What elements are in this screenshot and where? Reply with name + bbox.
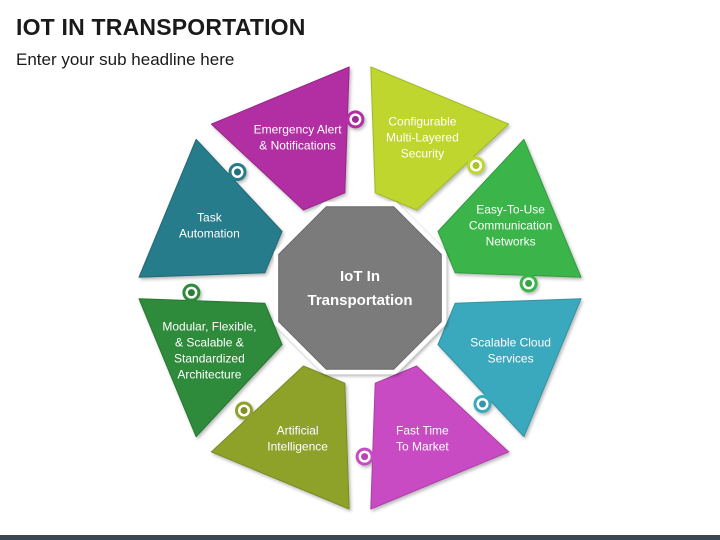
segment-label-line: Services bbox=[488, 351, 534, 365]
knob-core bbox=[479, 400, 486, 408]
segment-label-line: Task bbox=[197, 211, 223, 225]
segment-label-line: & Scalable & bbox=[175, 335, 244, 349]
segment-label-line: Artificial bbox=[277, 424, 319, 438]
segment-label-line: To Market bbox=[396, 440, 449, 454]
center-hub-label-line: IoT In bbox=[340, 268, 380, 285]
segment-shape bbox=[138, 298, 283, 438]
segment-label: Emergency Alert & Notifications bbox=[254, 122, 343, 152]
center-hub-label-line: Transportation bbox=[307, 292, 412, 309]
segment-label-line: Communication bbox=[469, 219, 552, 233]
center-hub-label: IoT In Transportation bbox=[307, 268, 412, 309]
center-hub-shape bbox=[278, 206, 442, 370]
segment-label-line: Multi-Layered bbox=[386, 130, 459, 144]
segment-label-line: Fast Time bbox=[396, 424, 449, 438]
segment-label-line: Security bbox=[401, 146, 444, 160]
segment-label: Modular, Flexible, & Scalable & Standardiz… bbox=[162, 319, 256, 381]
segment-5: Fast Time To Market bbox=[355, 365, 510, 510]
knob-core bbox=[472, 162, 480, 169]
segment-label-line: Modular, Flexible, bbox=[162, 319, 256, 333]
segment-shape bbox=[370, 66, 510, 211]
knob-core bbox=[351, 115, 359, 123]
knob-core bbox=[234, 168, 241, 176]
segment-label-line: Easy-To-Use bbox=[476, 203, 545, 217]
knob-core bbox=[187, 289, 195, 297]
segment-label-line: Automation bbox=[179, 227, 240, 241]
segment-label-line: Standardized bbox=[174, 351, 245, 365]
segment-label-line: Configurable bbox=[388, 114, 456, 128]
segment-shape bbox=[370, 365, 510, 510]
segment-shape bbox=[210, 66, 350, 211]
segment-shape bbox=[138, 138, 283, 278]
segment-shape bbox=[437, 138, 582, 278]
segment-label-line: Networks bbox=[486, 235, 536, 249]
segment-label-line: & Notifications bbox=[259, 138, 336, 152]
page-subtitle: Enter your sub headline here bbox=[16, 50, 235, 69]
segment-label: Fast Time To Market bbox=[396, 424, 449, 454]
segment-label-line: Scalable Cloud bbox=[470, 335, 551, 349]
segment-shape bbox=[210, 365, 350, 510]
knob-core bbox=[240, 407, 248, 414]
segment-label-line: Architecture bbox=[177, 367, 241, 381]
center-hub: IoT In Transportation bbox=[273, 201, 447, 375]
knob-core bbox=[361, 453, 369, 461]
segment-label-line: Emergency Alert bbox=[254, 122, 343, 136]
segment-label-line: Intelligence bbox=[267, 440, 328, 454]
footer-bar bbox=[0, 535, 720, 540]
knob-core bbox=[525, 279, 533, 287]
segment-7: Modular, Flexible, & Scalable & Standardiz… bbox=[138, 283, 283, 438]
segment-1: Emergency Alert & Notifications bbox=[210, 66, 365, 211]
segment-shape bbox=[437, 298, 582, 438]
page-title: IOT IN TRANSPORTATION bbox=[16, 14, 306, 40]
